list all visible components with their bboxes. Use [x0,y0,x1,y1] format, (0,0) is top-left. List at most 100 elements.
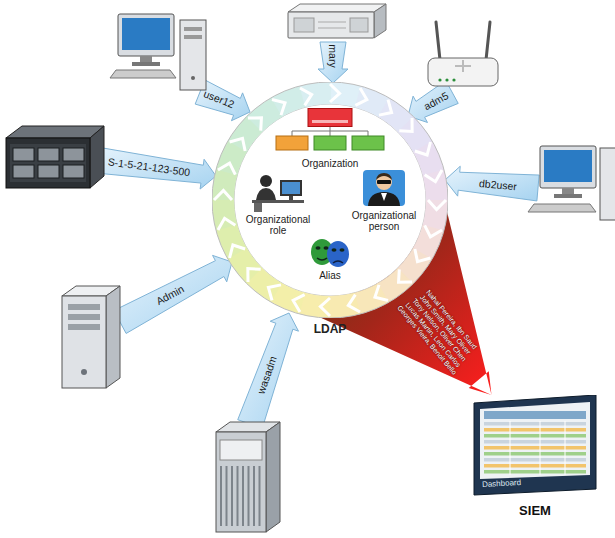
ring-outline-part-part [214,190,232,200]
entity-label: Organization [270,158,390,169]
entity-box: Alias [307,238,353,281]
tower-server-icon-part [81,369,87,375]
alias-icon-part [332,248,337,252]
ring-outline-part-part [425,170,442,182]
tower-server-icon-part [62,296,106,388]
org-icon-part [308,109,352,127]
network-chassis-icon-part-part [253,466,255,526]
ring-outline-part-part [230,245,246,258]
entity-label: Alias [307,270,353,281]
router-icon-part [452,78,455,81]
ring-outline-part-part [379,100,392,116]
desktop-computer-icon-part [184,35,202,39]
desktop-computer-icon-part [132,62,160,66]
tower-server-icon-part [68,324,100,330]
entity-label: Organizational person [343,210,425,232]
person-icon-part [376,173,392,180]
network-chassis-icon-part-part [259,466,261,526]
feed-arrow [408,81,458,123]
ring-outline-part-part [425,225,442,237]
ring-outline-part-part [248,118,261,131]
ring-outline-part-part [320,298,330,316]
feed-arrow [238,313,299,428]
feed-arrow [318,42,348,83]
desktop-computer-icon-part [540,146,596,188]
rack-server-icon-part [318,22,346,23]
ring-outline-part-part [415,142,431,155]
ring-outline-part-part [218,218,235,230]
monitor-outline-part [484,434,586,438]
ring-outline-part-part [355,88,367,105]
ring-outline-part-part [399,269,412,282]
desktop-computer-icon-part [180,20,206,90]
tower-server-icon-part [106,286,120,388]
entity-box: Organizational role [237,172,319,236]
person-icon [359,168,409,208]
desktop-computer-icon-part [562,188,574,194]
role-icon-part [289,196,293,200]
rack-server-icon [288,4,386,38]
network-chassis-icon-part [216,432,266,532]
entity-label: Organizational role [237,214,319,236]
desktop-computer-icon-part [140,56,152,62]
org-icon-part [314,136,346,150]
ring-outline-part-part [212,199,237,231]
rack-server-icon-part [288,4,386,12]
blade-server-icon-part [38,148,59,161]
role-icon [248,172,308,212]
ring-outline-part-part [300,88,312,105]
entity-box: Organization [270,108,390,169]
monitor-outline-part [510,421,511,475]
role-icon-part [260,175,272,187]
person-icon-part [377,180,391,184]
ring-outline-part-part [428,200,446,210]
desktop-computer-icon-part [110,70,176,78]
ring-outline-part-part [268,285,281,301]
alias-icon-part [333,261,343,263]
blade-server-icon-part [10,144,86,182]
network-chassis-icon [216,422,280,532]
desktop-computer-icon-part [118,14,174,56]
account-name: db2user [479,178,518,192]
tower-server-icon [62,286,120,388]
blade-server-icon-part [63,148,84,161]
ring-outline-part-part [299,82,331,107]
desktop-computer-icon [110,14,206,90]
network-chassis-icon-part-part [248,466,250,526]
monitor-outline-part [565,421,566,475]
monitor-outline-part [484,446,586,450]
monitor-outline-part [484,411,586,419]
ring-outline-part-part [329,293,361,318]
ring-outline-part-part [375,285,388,301]
network-chassis-icon-part-part [237,466,239,526]
rack-server-icon-part [318,28,346,29]
monitor-outline-part [484,458,586,462]
blade-server-icon-part [13,148,34,161]
role-icon-part [282,182,300,194]
monitor-outline-part [484,422,586,426]
feed-arrow [114,255,232,333]
blade-server-icon-part [6,138,90,188]
network-chassis-icon-part-part [220,466,222,526]
ring-outline-part-part [330,84,340,102]
feed-arrows [94,42,539,428]
monitor-outline-part [480,402,590,479]
network-chassis-icon-part [221,466,260,526]
account-name: mary [328,44,339,67]
ring-outline-part-part [272,100,285,116]
desktop-computer-icon-part [600,148,615,220]
desktop-computer-icon-part [544,150,592,182]
blade-server-icon-part [38,165,59,178]
desktop-computer-icon-part [528,204,596,212]
person-icon-part [376,174,392,190]
blade-server-icon-part [6,126,104,138]
network-chassis-icon-part-part [231,466,233,526]
alias-icon-part [316,246,321,250]
feed-arrow [94,147,216,189]
system-title: SIEM [470,503,600,518]
person-icon-part [381,193,387,201]
account-name: wasadm [256,355,279,395]
alias-icon [307,238,353,268]
rack-server-icon-part [350,18,368,32]
